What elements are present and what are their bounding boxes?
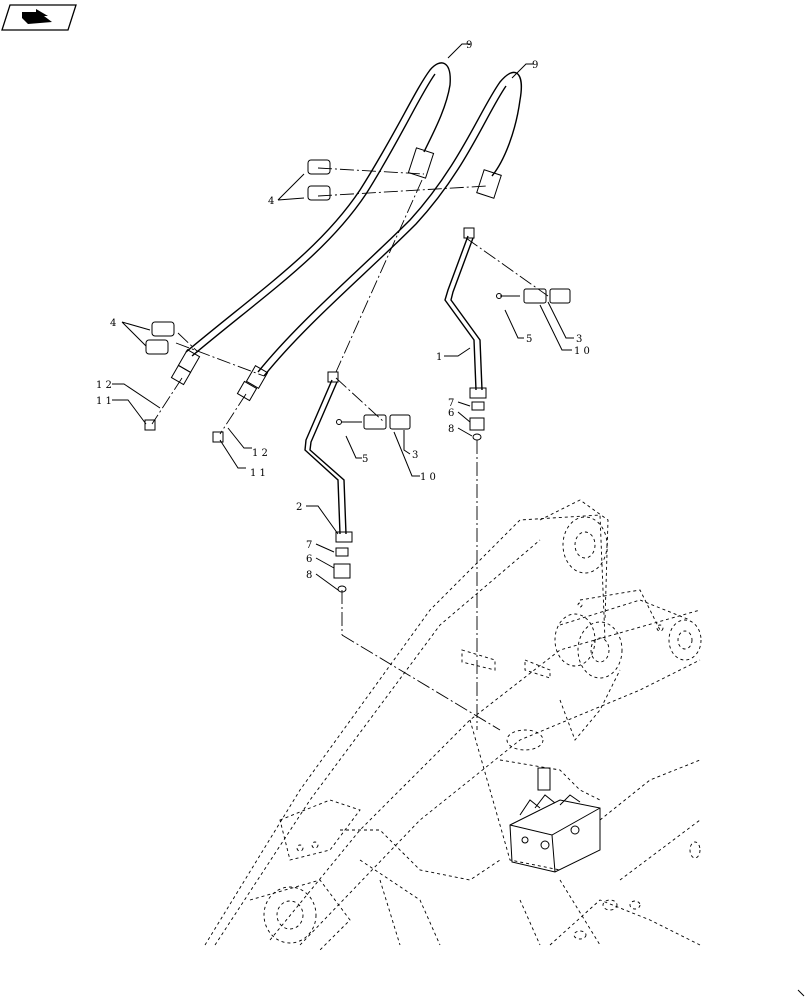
cap-11-left — [144, 419, 156, 431]
tube-1 — [444, 227, 487, 399]
callout-11-left: 1 1 — [96, 396, 112, 407]
callout-5-middle: 5 — [362, 454, 368, 465]
callout-4-top: 4 — [268, 196, 274, 207]
callout-9-left: 9 — [466, 40, 472, 51]
callout-6-right: 6 — [448, 408, 454, 419]
cap-11-right — [212, 431, 224, 443]
loader-frame — [204, 499, 702, 951]
callout-labels: 9 9 4 4 1 2 1 1 1 2 1 1 5 3 1 0 1 7 6 8 … — [96, 40, 590, 581]
callout-8-right: 8 — [448, 424, 454, 435]
callout-12-left: 1 2 — [96, 380, 112, 391]
leader-lines — [112, 43, 574, 591]
tube-2 — [304, 371, 353, 543]
callout-10-middle: 1 0 — [420, 472, 436, 483]
callout-3-right: 3 — [576, 334, 582, 345]
callout-8-middle: 8 — [306, 570, 312, 581]
callout-5-right: 5 — [526, 334, 532, 345]
fitting-stack-right — [469, 401, 485, 441]
callout-2: 2 — [296, 502, 302, 513]
callout-7-right: 7 — [448, 398, 454, 409]
hose-left — [170, 62, 451, 386]
clamps-4-left — [145, 321, 175, 355]
callout-10-right: 1 0 — [574, 346, 590, 357]
fitting-stack-middle — [333, 547, 351, 593]
callout-3-middle: 3 — [412, 450, 418, 461]
callout-1: 1 — [436, 352, 442, 363]
clamp-assembly-middle — [336, 414, 411, 430]
corner-mark-icon — [797, 989, 805, 997]
callout-4-left: 4 — [110, 318, 116, 329]
clamps-4-top — [307, 159, 331, 201]
control-valve-block — [509, 767, 601, 873]
centerlines — [151, 167, 549, 731]
navigation-icon[interactable] — [1, 4, 77, 31]
callout-12-right: 1 2 — [252, 448, 268, 459]
clamp-assembly-right — [496, 288, 571, 304]
hose-right — [236, 71, 522, 402]
callout-6-middle: 6 — [306, 554, 312, 565]
callout-11-right: 1 1 — [250, 468, 266, 479]
callout-7-middle: 7 — [306, 540, 312, 551]
callout-9-right: 9 — [532, 60, 538, 71]
